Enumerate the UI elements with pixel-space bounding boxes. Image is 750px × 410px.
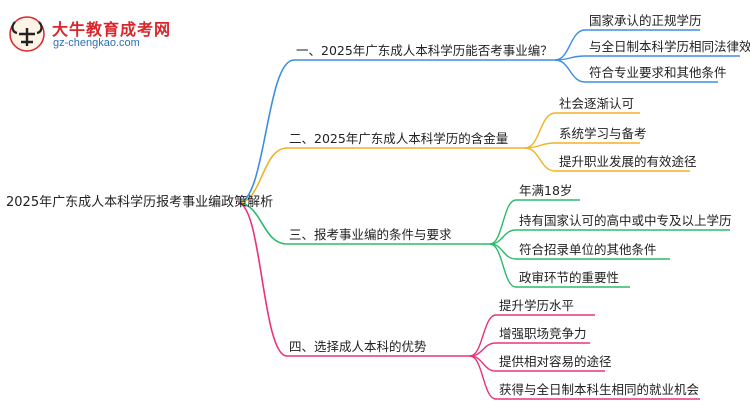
b2-leaf-2: 系统学习与备考 bbox=[559, 126, 647, 141]
link-b1-leaf-3 bbox=[554, 59, 718, 83]
link-root-branch-1 bbox=[237, 59, 555, 204]
b1-leaf-3: 符合专业要求和其他条件 bbox=[589, 65, 727, 80]
b4-leaf-3: 提供相对容易的途径 bbox=[499, 354, 612, 369]
link-b1-leaf-1 bbox=[554, 29, 700, 61]
ox-head-icon bbox=[9, 16, 45, 52]
link-b4-leaf-4 bbox=[469, 355, 700, 400]
link-root-branch-3 bbox=[237, 202, 490, 245]
b2-leaf-3: 提升职业发展的有效途径 bbox=[559, 154, 697, 169]
logo-url: gz-chengkao.com bbox=[53, 37, 140, 49]
link-b3-leaf-1 bbox=[489, 199, 580, 245]
branch-4-label: 四、选择成人本科的优势 bbox=[289, 339, 427, 354]
link-b4-leaf-2 bbox=[469, 342, 590, 357]
link-b1-leaf-2 bbox=[554, 55, 740, 61]
branch-1-label: 一、2025年广东成人本科学历能否考事业编？ bbox=[296, 43, 553, 58]
b3-leaf-1: 年满18岁 bbox=[519, 183, 573, 198]
b4-leaf-4: 获得与全日制本科生相同的就业机会 bbox=[499, 382, 700, 397]
root-node: 2025年广东成人本科学历报考事业编政策解析 bbox=[6, 195, 274, 210]
b1-leaf-2: 与全日制本科学历相同法律效力 bbox=[589, 39, 750, 54]
link-b2-leaf-1 bbox=[524, 112, 640, 149]
b3-leaf-2: 持有国家认可的高中或中专及以上学历 bbox=[519, 213, 732, 228]
link-root-branch-4 bbox=[237, 202, 470, 357]
link-b3-leaf-2 bbox=[489, 229, 730, 245]
branch-2-label: 二、2025年广东成人本科学历的含金量 bbox=[289, 131, 509, 146]
link-b2-leaf-2 bbox=[524, 142, 640, 149]
logo-title: 大牛教育成考网 bbox=[52, 20, 172, 39]
b4-leaf-2: 增强职场竞争力 bbox=[499, 326, 587, 341]
link-b3-leaf-4 bbox=[489, 243, 630, 288]
site-logo[interactable]: 大牛教育成考网 gz-chengkao.com bbox=[6, 12, 186, 56]
b2-leaf-1: 社会逐渐认可 bbox=[559, 96, 635, 111]
b3-leaf-4: 政审环节的重要性 bbox=[519, 270, 620, 285]
b3-leaf-3: 符合招录单位的其他条件 bbox=[519, 242, 657, 257]
link-b2-leaf-3 bbox=[524, 147, 690, 172]
link-root-branch-2 bbox=[237, 147, 525, 204]
branch-3-label: 三、报考事业编的条件与要求 bbox=[289, 227, 452, 242]
link-b4-leaf-1 bbox=[469, 314, 595, 357]
b4-leaf-1: 提升学历水平 bbox=[499, 298, 575, 313]
b1-leaf-1: 国家承认的正规学历 bbox=[589, 13, 702, 28]
